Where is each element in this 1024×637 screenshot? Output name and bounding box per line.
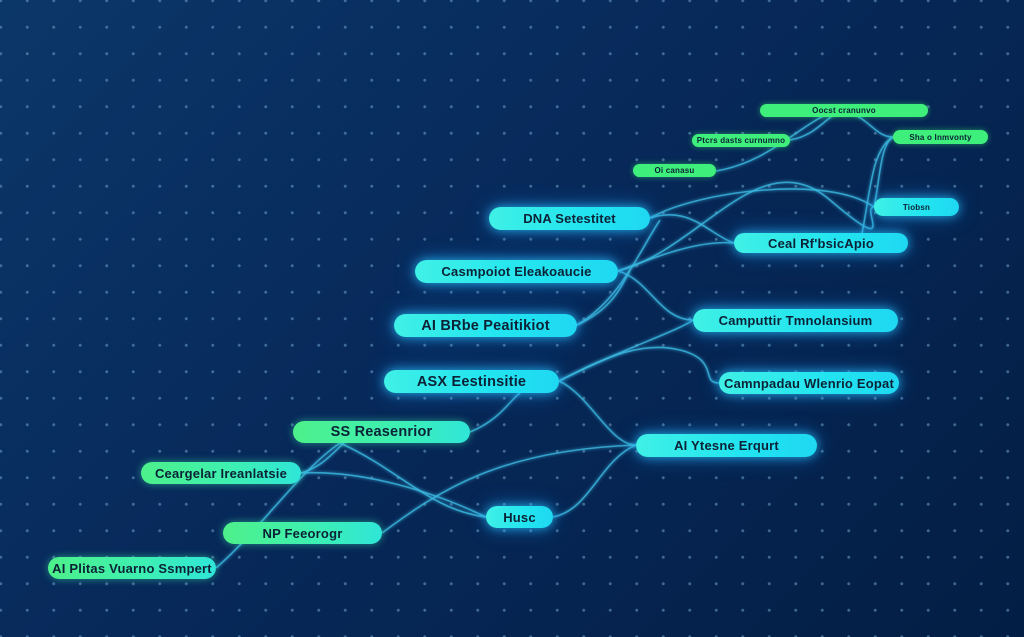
diagram-node[interactable]: Oi canasu	[633, 164, 716, 177]
link-n6-n3	[873, 136, 894, 208]
link-n8-n7	[617, 241, 735, 272]
link-n8-n6	[617, 181, 875, 272]
node-label: Oocst cranunvo	[812, 106, 876, 115]
node-label: DNA Setestitet	[523, 211, 616, 226]
node-label: ASX Eestinsitie	[416, 373, 527, 390]
link-n16-n15	[300, 471, 487, 518]
diagram-node[interactable]: Camnpadau Wlenrio Eopat	[719, 372, 899, 394]
diagram-node[interactable]: Oocst cranunvo	[760, 104, 928, 117]
link-n13-n16	[339, 442, 487, 518]
diagram-node[interactable]: Ceal Rf'bsicApio	[734, 233, 908, 253]
diagram-node[interactable]: ASX Eestinsitie	[384, 370, 559, 393]
link-n5-n6	[649, 188, 875, 219]
node-label: Oi canasu	[654, 166, 695, 175]
diagram-node[interactable]: Camputtir Tmnolansium	[693, 309, 898, 332]
node-label: Casmpoiot Eleakoaucie	[441, 264, 592, 279]
link-n13-n11	[469, 392, 521, 433]
link-n18-n13	[215, 442, 341, 569]
node-label: NP Feeorogr	[262, 525, 343, 541]
node-label: AI Ytesne Erqurt	[674, 438, 779, 453]
node-label: Ceal Rf'bsicApio	[768, 235, 874, 251]
link-n9-n8	[576, 269, 631, 326]
link-n11-n14	[558, 380, 637, 446]
link-n8-n10	[617, 270, 694, 321]
diagram-node[interactable]: Sha o Inmvonty	[893, 130, 988, 144]
link-n16-n14	[552, 444, 637, 518]
diagram-node[interactable]: NP Feeorogr	[223, 522, 382, 544]
node-label: Tiobsn	[902, 202, 931, 212]
link-n11-n12	[558, 346, 720, 384]
link-n17-n14	[381, 444, 637, 534]
node-label: Ceargelar Ireanlatsie	[154, 465, 288, 481]
node-label: SS Reasenrior	[330, 424, 433, 440]
diagram-node[interactable]: Casmpoiot Eleakoaucie	[415, 260, 618, 283]
diagram-node[interactable]: Ceargelar Ireanlatsie	[141, 462, 301, 484]
diagram-node[interactable]: AI Plitas Vuarno Ssmpert	[48, 557, 216, 579]
node-label: Ptcrs dasts curnumno	[696, 136, 786, 145]
diagram-node[interactable]: AI BRbe Peaitikiot	[394, 314, 577, 337]
link-n7-n3	[859, 136, 894, 244]
diagram-node[interactable]: Husc	[486, 506, 553, 528]
node-label: AI Plitas Vuarno Ssmpert	[52, 560, 212, 576]
link-n9-n5	[576, 219, 661, 326]
node-label: Husc	[503, 509, 536, 525]
link-n5-n7	[649, 213, 735, 244]
diagram-node[interactable]: AI Ytesne Erqurt	[636, 434, 817, 457]
node-label: Camputtir Tmnolansium	[718, 313, 873, 328]
diagram-node[interactable]: DNA Setestitet	[489, 207, 650, 230]
diagram-node[interactable]: Tiobsn	[874, 198, 959, 216]
diagram-node[interactable]: Ptcrs dasts curnumno	[692, 134, 790, 147]
node-label: AI BRbe Peaitikiot	[421, 317, 550, 334]
link-n11-n10	[558, 319, 694, 382]
node-label: Sha o Inmvonty	[909, 132, 972, 142]
diagram-node[interactable]: SS Reasenrior	[293, 421, 470, 443]
node-label: Camnpadau Wlenrio Eopat	[723, 375, 894, 391]
